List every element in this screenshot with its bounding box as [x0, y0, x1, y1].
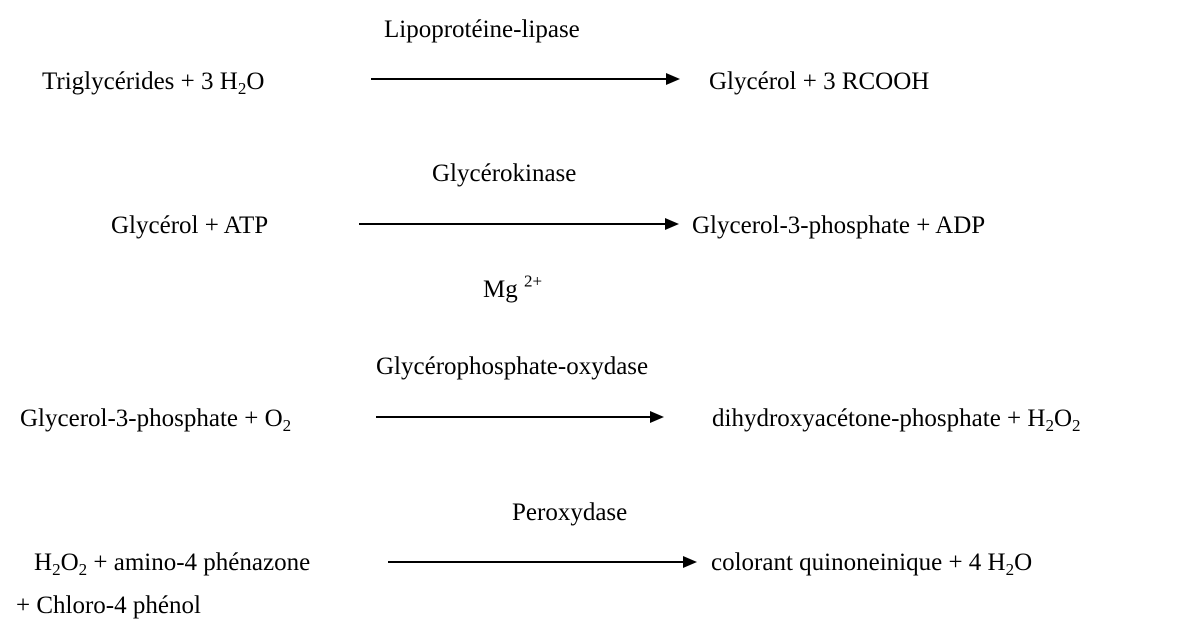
reactant-continuation: + Chloro-4 phénol — [16, 592, 201, 619]
product-text: Glycérol + 3 RCOOH — [709, 68, 930, 95]
reactant-text: Glycerol-3-phosphate + O2 — [20, 405, 292, 435]
reaction-arrow — [371, 72, 680, 86]
enzyme-label: Lipoprotéine-lipase — [384, 16, 580, 43]
reactant-text: H2O2 + amino-4 phénazone — [34, 549, 311, 579]
reaction-arrow — [359, 217, 679, 231]
reactant-text: Glycérol + ATP — [111, 212, 269, 239]
reactant-text: Triglycérides + 3 H2O — [42, 68, 265, 98]
enzyme-label: Peroxydase — [512, 499, 628, 526]
product-text: Glycerol-3-phosphate + ADP — [692, 212, 986, 239]
product-text: dihydroxyacétone-phosphate + H2O2 — [712, 405, 1081, 435]
reaction-arrow — [376, 410, 664, 424]
reaction-arrow — [388, 555, 697, 569]
enzyme-label: Glycérokinase — [432, 160, 577, 187]
cofactor-label: Mg 2+ — [483, 271, 543, 303]
product-text: colorant quinoneinique + 4 H2O — [711, 549, 1033, 579]
enzyme-label: Glycérophosphate-oxydase — [376, 353, 649, 380]
